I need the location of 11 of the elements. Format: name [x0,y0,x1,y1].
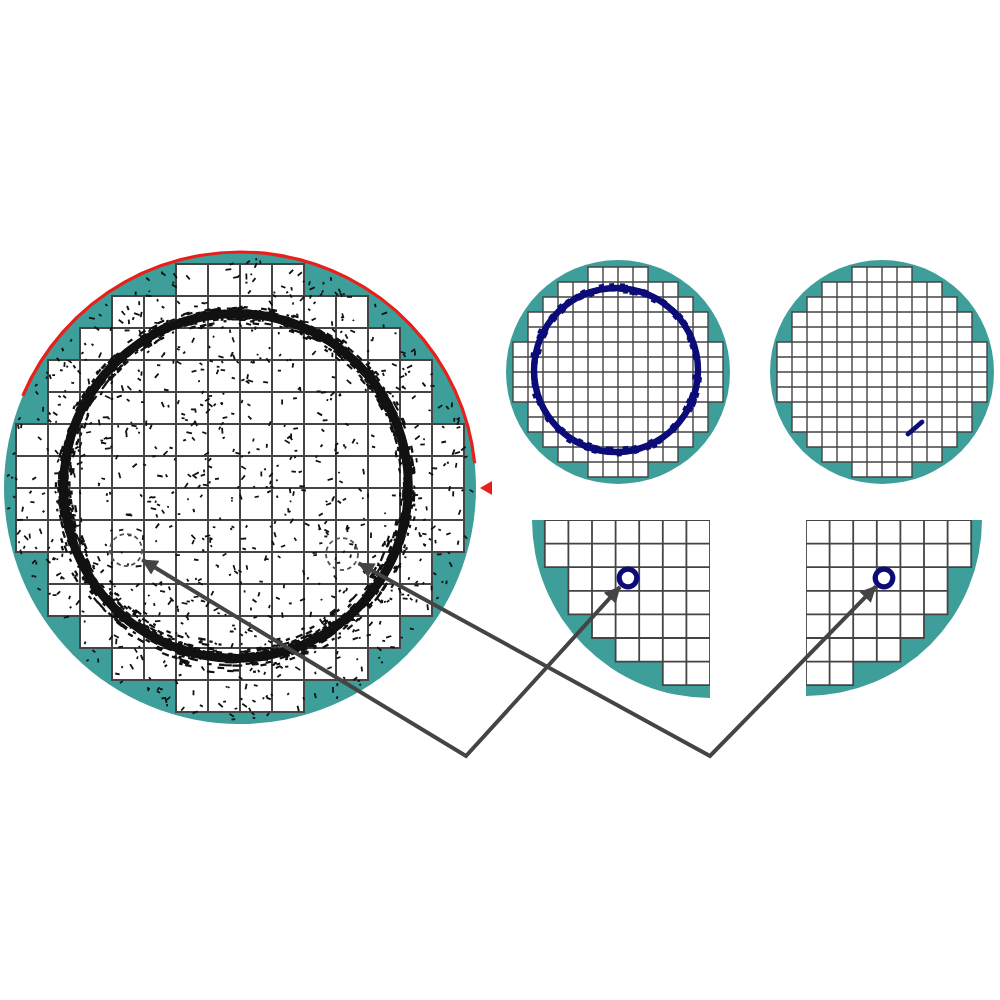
dashed-ring-icon [325,537,359,571]
wafer-map [2,248,496,730]
double-headed-arrow [141,558,622,759]
wafer-map-quadrant [532,520,710,698]
wafer-map [768,258,996,486]
wafer-map [504,258,732,486]
ring-icon [616,566,640,590]
dashed-ring-icon [109,533,143,567]
double-headed-arrow [357,561,878,759]
wafer-map-quadrant [806,520,982,696]
ring-icon [872,566,896,590]
